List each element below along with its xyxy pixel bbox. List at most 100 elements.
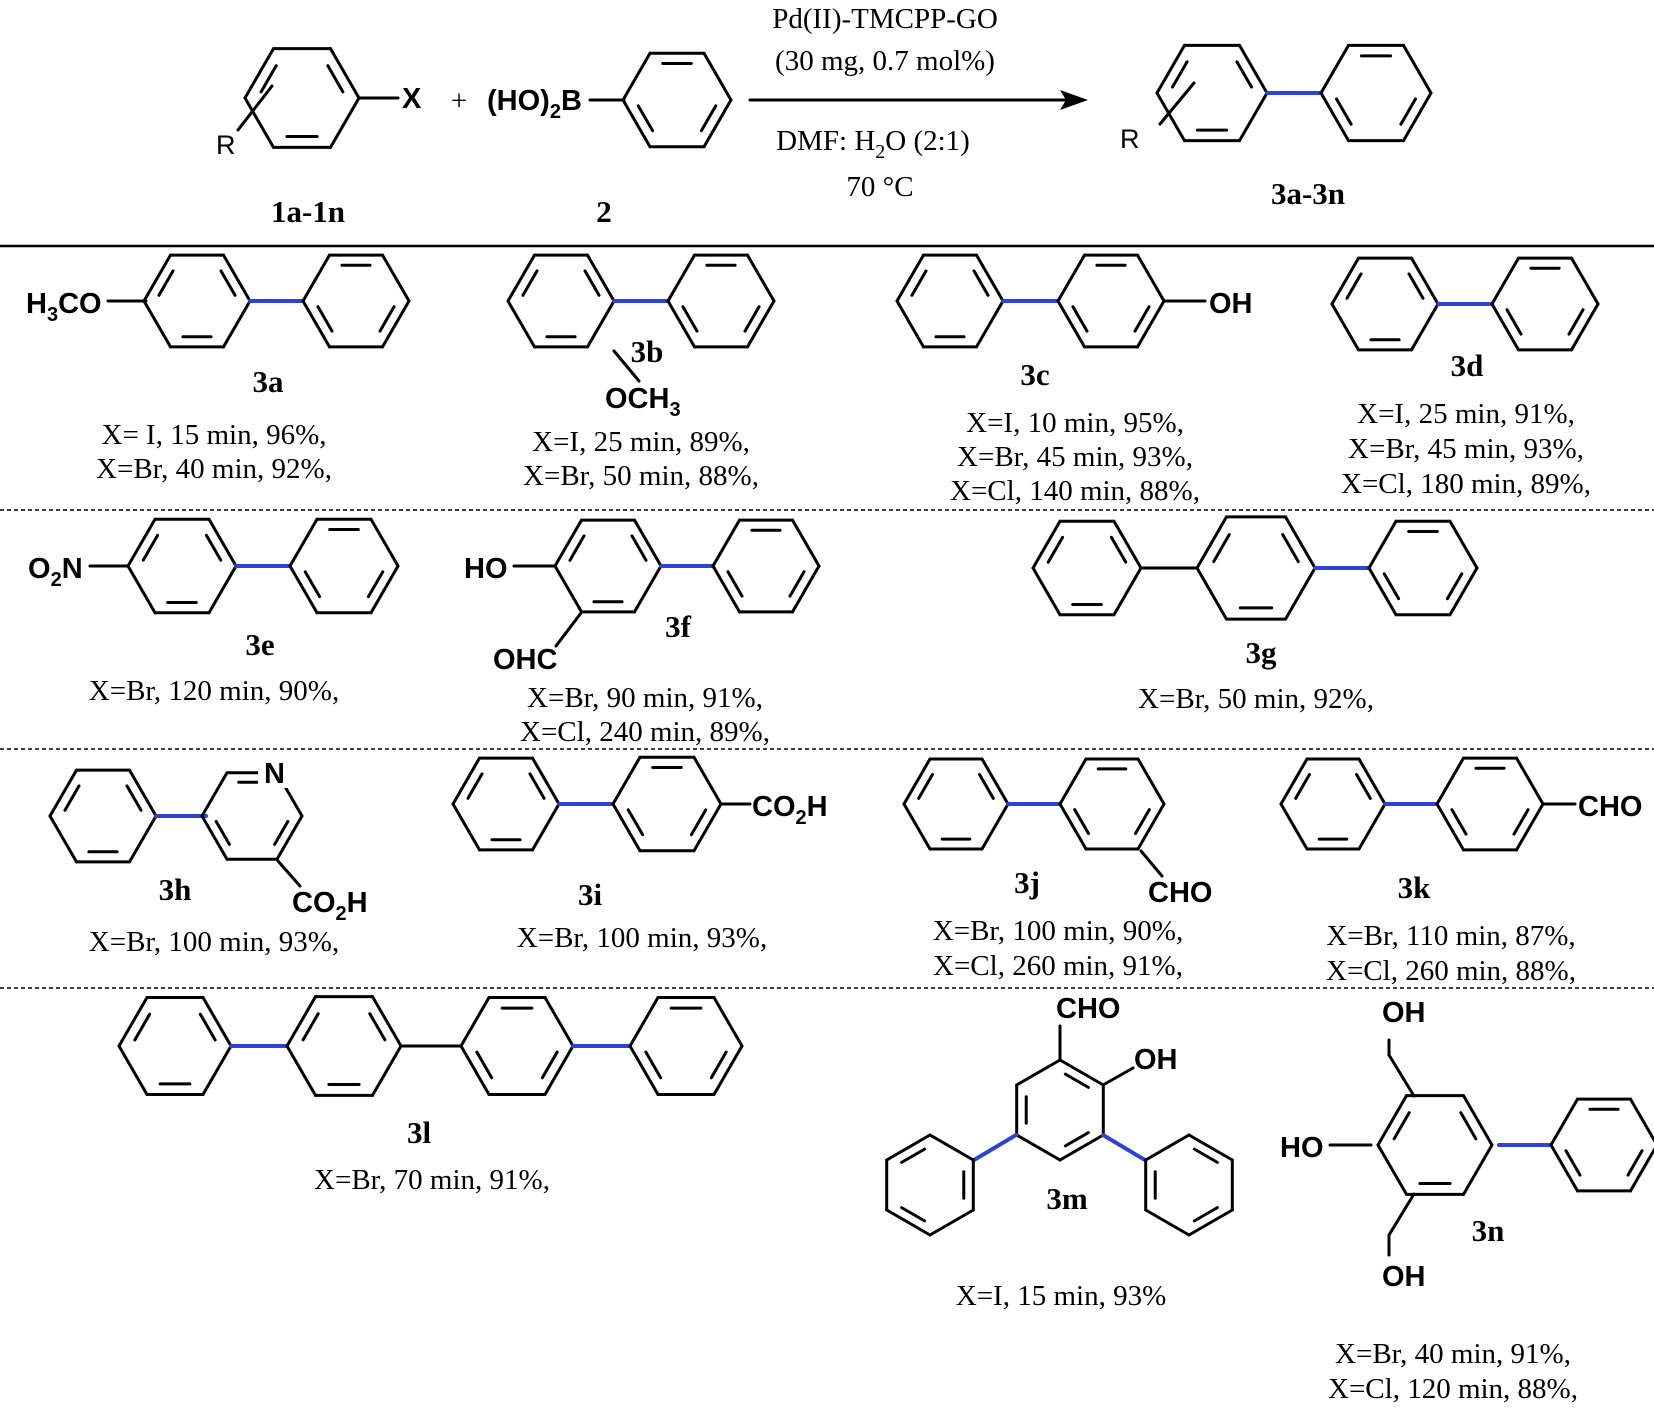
compound-label-3h: 3h	[159, 872, 192, 907]
ring-double-bond	[204, 533, 223, 562]
reactant-ring	[243, 47, 361, 149]
ring-bond	[1319, 91, 1350, 143]
compound-label-3j: 3j	[1014, 865, 1040, 900]
ring-double-bond	[366, 570, 385, 599]
ring-bond	[1195, 566, 1228, 621]
ring-double-bond	[1063, 1131, 1090, 1148]
ring-bond	[1319, 43, 1350, 95]
ring-bond	[666, 253, 696, 303]
conditions-3n-line-1: X=Br, 40 min, 91%,	[1335, 1338, 1571, 1370]
ring-a2	[301, 253, 411, 349]
ring-bond	[1058, 1058, 1105, 1087]
ring-double-bond	[1071, 305, 1089, 333]
conditions-3h-line-1: X=Br, 100 min, 93%,	[89, 926, 339, 958]
ring-bond	[621, 98, 652, 149]
ring-double-bond	[626, 808, 645, 837]
pyridine-ring	[200, 771, 304, 861]
conditions-3b-line-1: X=I, 25 min, 89%,	[532, 426, 750, 458]
formyl-group-label: CHO	[1578, 791, 1642, 823]
ring-b2	[666, 253, 776, 349]
ring-bond	[1058, 1133, 1105, 1162]
ring-bond	[1195, 515, 1228, 570]
ring-bond	[975, 253, 1005, 303]
pyridine-n-label: N	[264, 758, 285, 790]
conditions-3k-line-1: X=Br, 110 min, 87%,	[1326, 920, 1575, 952]
ring-bond	[1549, 1143, 1579, 1193]
ring-bond	[1448, 566, 1479, 617]
compound-label-3i: 3i	[578, 877, 603, 912]
methoxy-group-label: OCH3	[605, 383, 681, 421]
ring-double-bond	[1171, 60, 1189, 89]
ring-double-bond	[1459, 1111, 1478, 1141]
catalyst-label: Pd(II)-TMCPP-GO	[772, 3, 998, 35]
ring-double-bond	[1281, 533, 1300, 564]
ring-j2	[1058, 757, 1166, 851]
ring-bond	[553, 564, 583, 614]
ring-double-bond	[1382, 572, 1401, 601]
c-cho-bond	[1139, 849, 1164, 878]
ring-bond	[369, 564, 400, 615]
ring-e2	[288, 517, 400, 615]
conditions-3n-line-2: X=Cl, 120 min, 88%,	[1328, 1373, 1578, 1405]
ring-double-bond	[1512, 808, 1530, 836]
nitro-group-label: O2N	[28, 553, 83, 591]
conditions-3g-line-1: X=Br, 50 min, 92%,	[1138, 683, 1374, 715]
product-3n: OH HO OH 3n X=Br, 40 min, 91%, X=Cl, 120…	[1280, 997, 1654, 1405]
ring-bond	[1187, 1133, 1234, 1162]
ring-double-bond	[1355, 772, 1372, 800]
ring-bond	[1155, 43, 1186, 95]
ring-bond	[543, 1044, 575, 1096]
ring-double-bond	[1133, 305, 1151, 333]
ring-double-bond	[1335, 97, 1353, 126]
ring-bond	[1490, 256, 1520, 306]
conditions-3d-line-3: X=Cl, 180 min, 89%,	[1341, 468, 1591, 500]
ring-bond	[1330, 256, 1360, 306]
ring-double-bond	[521, 269, 539, 297]
ring-double-bond	[219, 269, 237, 297]
conditions-3f-line-1: X=Br, 90 min, 91%,	[527, 682, 763, 714]
n-atom-mask	[258, 752, 294, 788]
ring-bond	[142, 299, 172, 349]
ring-bond	[1136, 253, 1166, 303]
ring-bond	[711, 564, 741, 614]
ring-bond	[746, 253, 776, 303]
ring-double-bond	[1407, 272, 1425, 300]
ring-bond	[126, 517, 157, 568]
conditions-3j-line-1: X=Br, 100 min, 90%,	[933, 915, 1183, 947]
ring-bond	[285, 995, 317, 1048]
ring-bond	[1367, 519, 1398, 570]
ring-b1	[506, 253, 616, 349]
ch2-bond-top	[1387, 1053, 1416, 1098]
ring-bond	[142, 253, 172, 303]
product-biaryl: R 3a-3n	[1120, 43, 1433, 211]
ring-bond	[288, 564, 319, 615]
product-3d: 3d X=I, 25 min, 91%, X=Br, 45 min, 93%, …	[1330, 256, 1600, 500]
ring-double-bond	[466, 772, 484, 800]
ring-double-bond	[528, 772, 546, 800]
ring-bond	[222, 253, 252, 303]
ring-double-bond	[900, 1206, 927, 1223]
r-substituent-bond	[236, 84, 274, 132]
compound-label-3f: 3f	[665, 609, 692, 644]
ring-c2	[1056, 253, 1166, 349]
ring-double-bond	[368, 1012, 387, 1042]
central-ring	[1015, 1058, 1105, 1162]
ring-double-bond	[214, 819, 231, 846]
conditions-3j-line-2: X=Cl, 260 min, 91%,	[933, 950, 1183, 982]
boronic-compound-label: 2	[596, 194, 612, 229]
product-3f: HO OHC 3f X=Br, 90 min, 91%, X=Cl, 240 m…	[464, 518, 821, 748]
ring-bond	[1155, 91, 1186, 143]
solvent-label: DMF: H2O (2:1)	[776, 125, 970, 163]
ring-c1	[895, 253, 1005, 349]
ring-bond	[285, 1044, 317, 1097]
conditions-3a-line-2: X=Br, 40 min, 92%,	[96, 453, 332, 485]
conditions-3d-line-1: X=I, 25 min, 91%,	[1357, 398, 1575, 430]
conditions-3c-line-3: X=Cl, 140 min, 88%,	[950, 475, 1200, 507]
ring-bond	[702, 98, 733, 149]
ring-bond	[1015, 1058, 1062, 1087]
ring-bond	[301, 299, 331, 349]
ring-double-bond	[157, 269, 175, 297]
ring-bond	[1435, 802, 1465, 852]
hydroxy-group-label-bottom: OH	[1382, 1261, 1426, 1293]
